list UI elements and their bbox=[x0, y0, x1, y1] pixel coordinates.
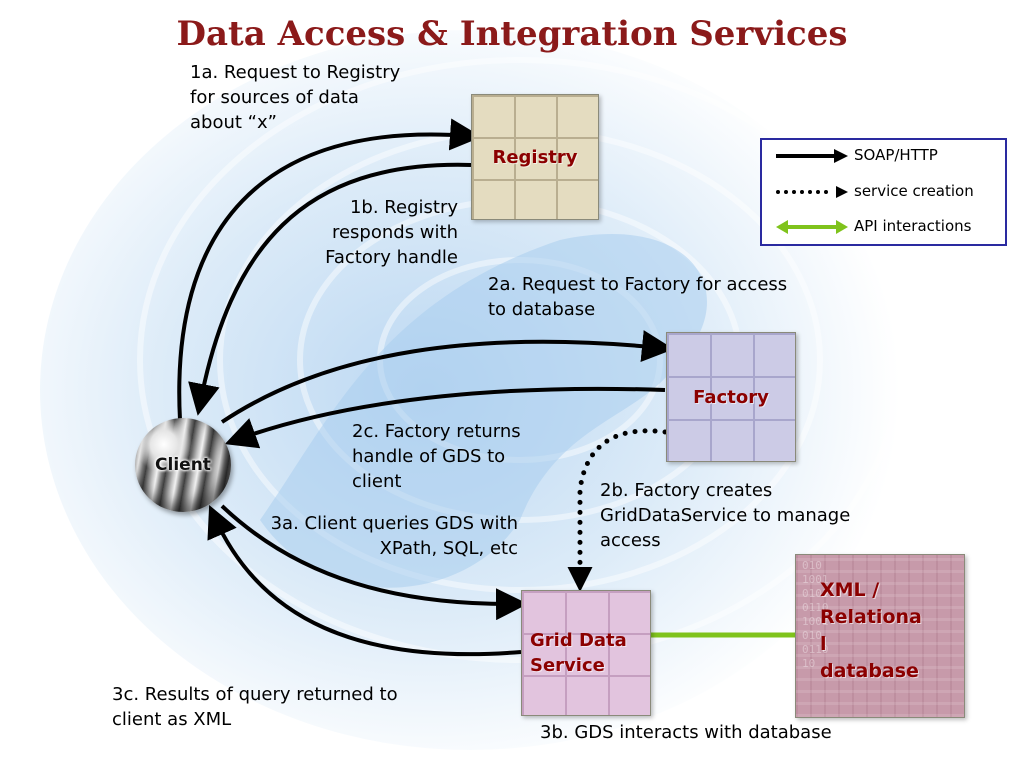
legend-api-interactions: API interactions bbox=[762, 215, 1005, 239]
arrow-1a bbox=[177, 118, 482, 421]
note-3b: 3b. GDS interacts with database bbox=[540, 722, 832, 743]
solid-arrow-icon bbox=[776, 149, 848, 163]
database-label: XML / Relationa l database bbox=[820, 579, 922, 682]
green-double-arrow-icon bbox=[776, 220, 848, 234]
factory-node: Factory bbox=[666, 332, 796, 462]
note-2c: 2c. Factory returns handle of GDS to cli… bbox=[352, 421, 521, 492]
legend-api-label: API interactions bbox=[854, 217, 972, 235]
registry-label: Registry bbox=[492, 146, 578, 168]
arrow-3c bbox=[207, 505, 522, 657]
note-3a: 3a. Client queries GDS with XPath, SQL, … bbox=[270, 513, 518, 559]
client-node: Client bbox=[135, 418, 231, 512]
legend-soap-http: SOAP/HTTP bbox=[762, 144, 1005, 168]
factory-label: Factory bbox=[693, 386, 769, 408]
arrow-1b bbox=[188, 162, 472, 416]
arrow-2b-service-creation bbox=[567, 428, 668, 592]
arrow-3a bbox=[220, 504, 528, 621]
legend-soap-label: SOAP/HTTP bbox=[854, 146, 938, 164]
note-1b: 1b. Registry responds with Factory handl… bbox=[325, 197, 458, 268]
binary-texture: 010 1001 010110 0110 1001 010 0110 10 bbox=[802, 559, 842, 670]
client-label: Client bbox=[155, 455, 211, 475]
registry-node: Registry bbox=[471, 94, 599, 220]
note-2b: 2b. Factory creates GridDataService to m… bbox=[600, 480, 851, 551]
database-node: 010 1001 010110 0110 1001 010 0110 10 XM… bbox=[795, 554, 965, 718]
note-3c: 3c. Results of query returned to client … bbox=[112, 684, 398, 730]
legend: SOAP/HTTP service creation API interacti… bbox=[760, 138, 1007, 246]
page-title: Data Access & Integration Services bbox=[176, 14, 848, 54]
dotted-arrow-icon bbox=[776, 186, 848, 198]
legend-service-creation-label: service creation bbox=[854, 182, 974, 200]
grid-data-service-label: Grid Data Service bbox=[530, 630, 627, 676]
note-2a: 2a. Request to Factory for access to dat… bbox=[488, 274, 788, 320]
legend-service-creation: service creation bbox=[762, 180, 1005, 204]
note-1a: 1a. Request to Registry for sources of d… bbox=[190, 62, 401, 133]
grid-data-service-node: Grid Data Service bbox=[521, 590, 651, 716]
arrow-2a bbox=[220, 330, 674, 424]
arrow-2c bbox=[224, 386, 666, 449]
